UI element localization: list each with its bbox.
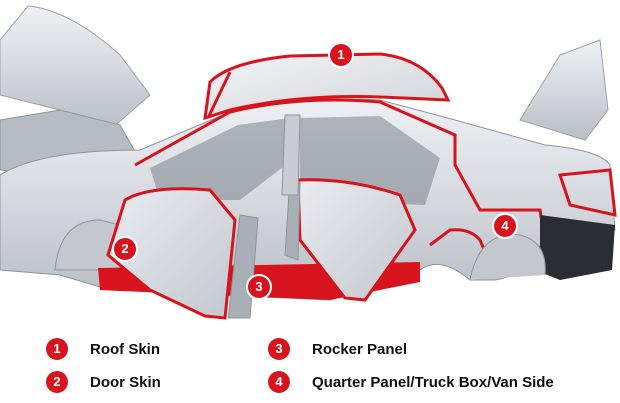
roof-skin-panel [203, 52, 451, 121]
legend-item-roof-skin: 1 Roof Skin [46, 337, 160, 361]
legend-item-door-skin: 2 Door Skin [46, 370, 161, 394]
legend-number: 4 [268, 371, 290, 393]
legend-label: Door Skin [90, 373, 161, 391]
windshield-frame [206, 71, 232, 119]
legend-number: 3 [268, 338, 290, 360]
b-pillar [281, 114, 301, 196]
front-window-opening [150, 118, 292, 200]
legend-item-quarter-panel: 4 Quarter Panel/Truck Box/Van Side [268, 370, 554, 394]
open-hood [0, 5, 151, 131]
legend-number: 2 [46, 371, 68, 393]
rear-wheel-arch [469, 234, 546, 281]
callout-badge-4: 4 [492, 213, 518, 239]
rear-bumper [540, 215, 615, 280]
callout-badge-1: 1 [328, 42, 354, 68]
callout-badge-2: 2 [112, 236, 138, 262]
front-wheel-arch [54, 219, 121, 271]
callout-badge-3: 3 [246, 274, 272, 300]
legend-label: Roof Skin [90, 340, 160, 358]
legend-item-rocker-panel: 3 Rocker Panel [268, 337, 407, 361]
rear-door-skin [296, 178, 417, 302]
legend: 1 Roof Skin 2 Door Skin 3 Rocker Panel 4… [0, 326, 620, 403]
legend-number: 1 [46, 338, 68, 360]
open-trunk-lid [519, 39, 609, 141]
legend-label: Rocker Panel [312, 340, 408, 358]
front-door-skin [106, 187, 237, 320]
rear-lamp-outline [557, 168, 617, 217]
car-body-illustration [0, 5, 617, 320]
legend-label: Quarter Panel/Truck Box/Van Side [312, 373, 554, 391]
